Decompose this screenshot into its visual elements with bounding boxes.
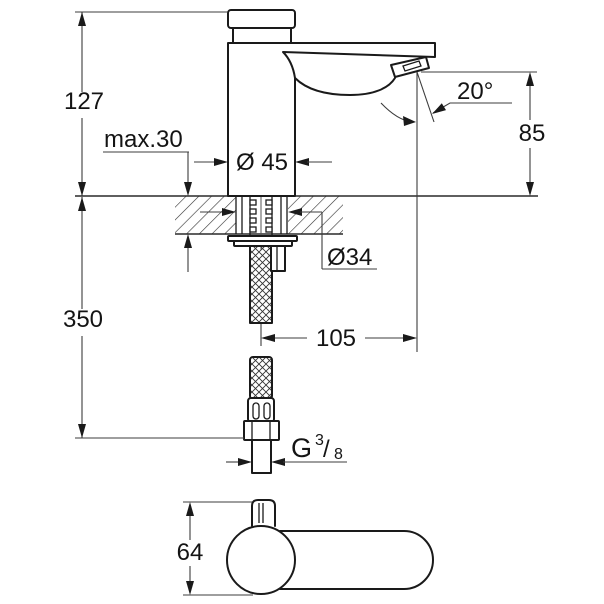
arrowhead-down: [186, 581, 194, 595]
supply-hose-lower: [249, 356, 273, 400]
arrowhead-down: [78, 182, 86, 196]
dim-angle-20-label: 20°: [457, 78, 493, 105]
dim-105-label: 105: [316, 325, 356, 352]
arrowhead-up: [526, 72, 534, 86]
push-button-cap: [227, 9, 296, 29]
aerator-outlet: [390, 56, 430, 78]
dim-max30: max.30: [103, 126, 192, 272]
arrowhead-up: [184, 234, 192, 248]
arrowhead-left: [288, 208, 302, 216]
arrowhead-up: [78, 197, 86, 211]
thread-ridges: [249, 199, 273, 233]
lever-hub-circle: [226, 525, 296, 595]
mounting-shank: [235, 185, 288, 250]
arrowhead-left: [261, 334, 275, 342]
dim-dia45: Ø 45: [194, 149, 332, 176]
arrowhead-leader: [432, 103, 446, 114]
washer-stack: [227, 235, 298, 247]
dim-64: 64: [177, 501, 253, 596]
water-stream-reference: [380, 71, 435, 352]
thread-slash-label: /: [323, 436, 330, 463]
supply-hose-upper: [249, 245, 273, 324]
countertop-hatch-right: [288, 196, 343, 234]
dim-127-label: 127: [64, 88, 104, 115]
thread-denominator-label: 8: [334, 446, 343, 463]
dim-angle-20: 20°: [432, 78, 512, 114]
arrowhead-right: [238, 458, 252, 466]
dim-350: 350: [63, 197, 244, 439]
arrowhead-right: [214, 158, 228, 166]
dim-127: 127: [64, 11, 228, 196]
dim-85-label: 85: [519, 120, 546, 147]
arrowhead-down: [78, 424, 86, 438]
lever-top-view: [226, 499, 434, 595]
countertop-hatch-left: [175, 196, 236, 234]
supply-hose: [243, 245, 286, 474]
arrowhead-right: [403, 334, 417, 342]
thread-tube-g38: [251, 439, 272, 474]
dim-dia34: Ø34: [200, 208, 377, 271]
dim-max30-label: max.30: [104, 126, 183, 153]
arrowhead-left: [295, 158, 309, 166]
push-button-neck: [232, 27, 292, 44]
ferrule-slot-right: [263, 402, 271, 420]
dim-dia34-label: Ø34: [327, 244, 372, 271]
aerator-face: [402, 60, 422, 72]
dim-thread-g38: G 3 / 8: [226, 432, 347, 466]
faucet-side-view: [227, 9, 436, 197]
thread-numerator-label: 3: [315, 432, 324, 449]
dim-105: 105: [260, 324, 417, 352]
arrowhead-left: [271, 458, 285, 466]
lever-arm: [279, 530, 434, 590]
dim-64-label: 64: [177, 539, 204, 566]
hose-hex-nut: [243, 420, 280, 441]
arrowhead-down: [526, 182, 534, 196]
dim-350-label: 350: [63, 306, 103, 333]
spout-underside: [294, 77, 396, 96]
arrowhead-right: [222, 208, 236, 216]
ferrule-slot-left: [252, 402, 260, 420]
angle-arc-arrowhead: [403, 116, 416, 126]
dim-dia45-label: Ø 45: [236, 149, 288, 176]
arrowhead-up: [78, 12, 86, 26]
countertop-section: [75, 195, 538, 235]
dim-85: 85: [421, 71, 546, 196]
arrowhead-down: [184, 182, 192, 196]
thread-letter-label: G: [291, 433, 312, 463]
stream-angle-line: [416, 71, 435, 123]
arrowhead-up: [186, 502, 194, 516]
mounting-stud: [270, 245, 286, 272]
